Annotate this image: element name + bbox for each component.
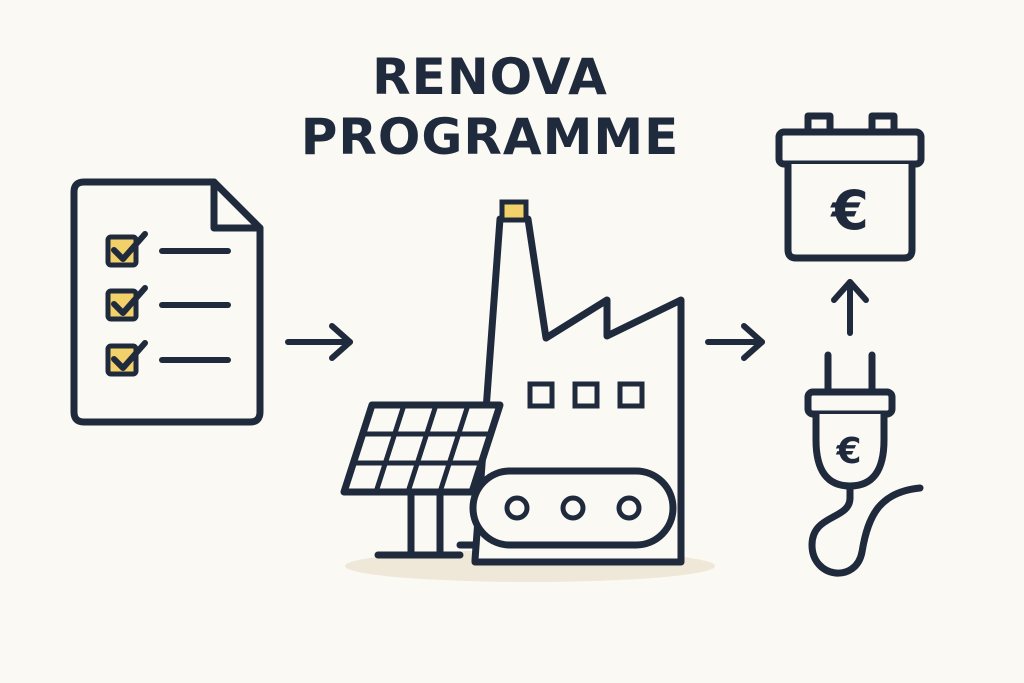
plug-euro-icon [804, 351, 924, 577]
solar-panel-icon [340, 401, 504, 559]
checklist-items [105, 231, 231, 377]
arrow-right-icon [705, 323, 765, 361]
battery-euro-icon [775, 112, 925, 262]
arrow-right-icon [285, 323, 353, 361]
title-line-1: RENOVA [372, 48, 608, 106]
battery-euro-symbol: € [829, 179, 869, 242]
factory-window [572, 381, 600, 409]
plug-euro-symbol: € [835, 431, 861, 472]
title-line-2: PROGRAMME [300, 108, 680, 166]
checkbox-icon [105, 340, 148, 377]
factory-window [527, 381, 555, 409]
conveyor-belt-icon [456, 467, 677, 549]
arrow-up-icon [831, 279, 869, 336]
checkbox-icon [105, 285, 148, 322]
chimney-top [499, 199, 529, 223]
checkbox-icon [105, 231, 148, 268]
factory-window [617, 381, 645, 409]
